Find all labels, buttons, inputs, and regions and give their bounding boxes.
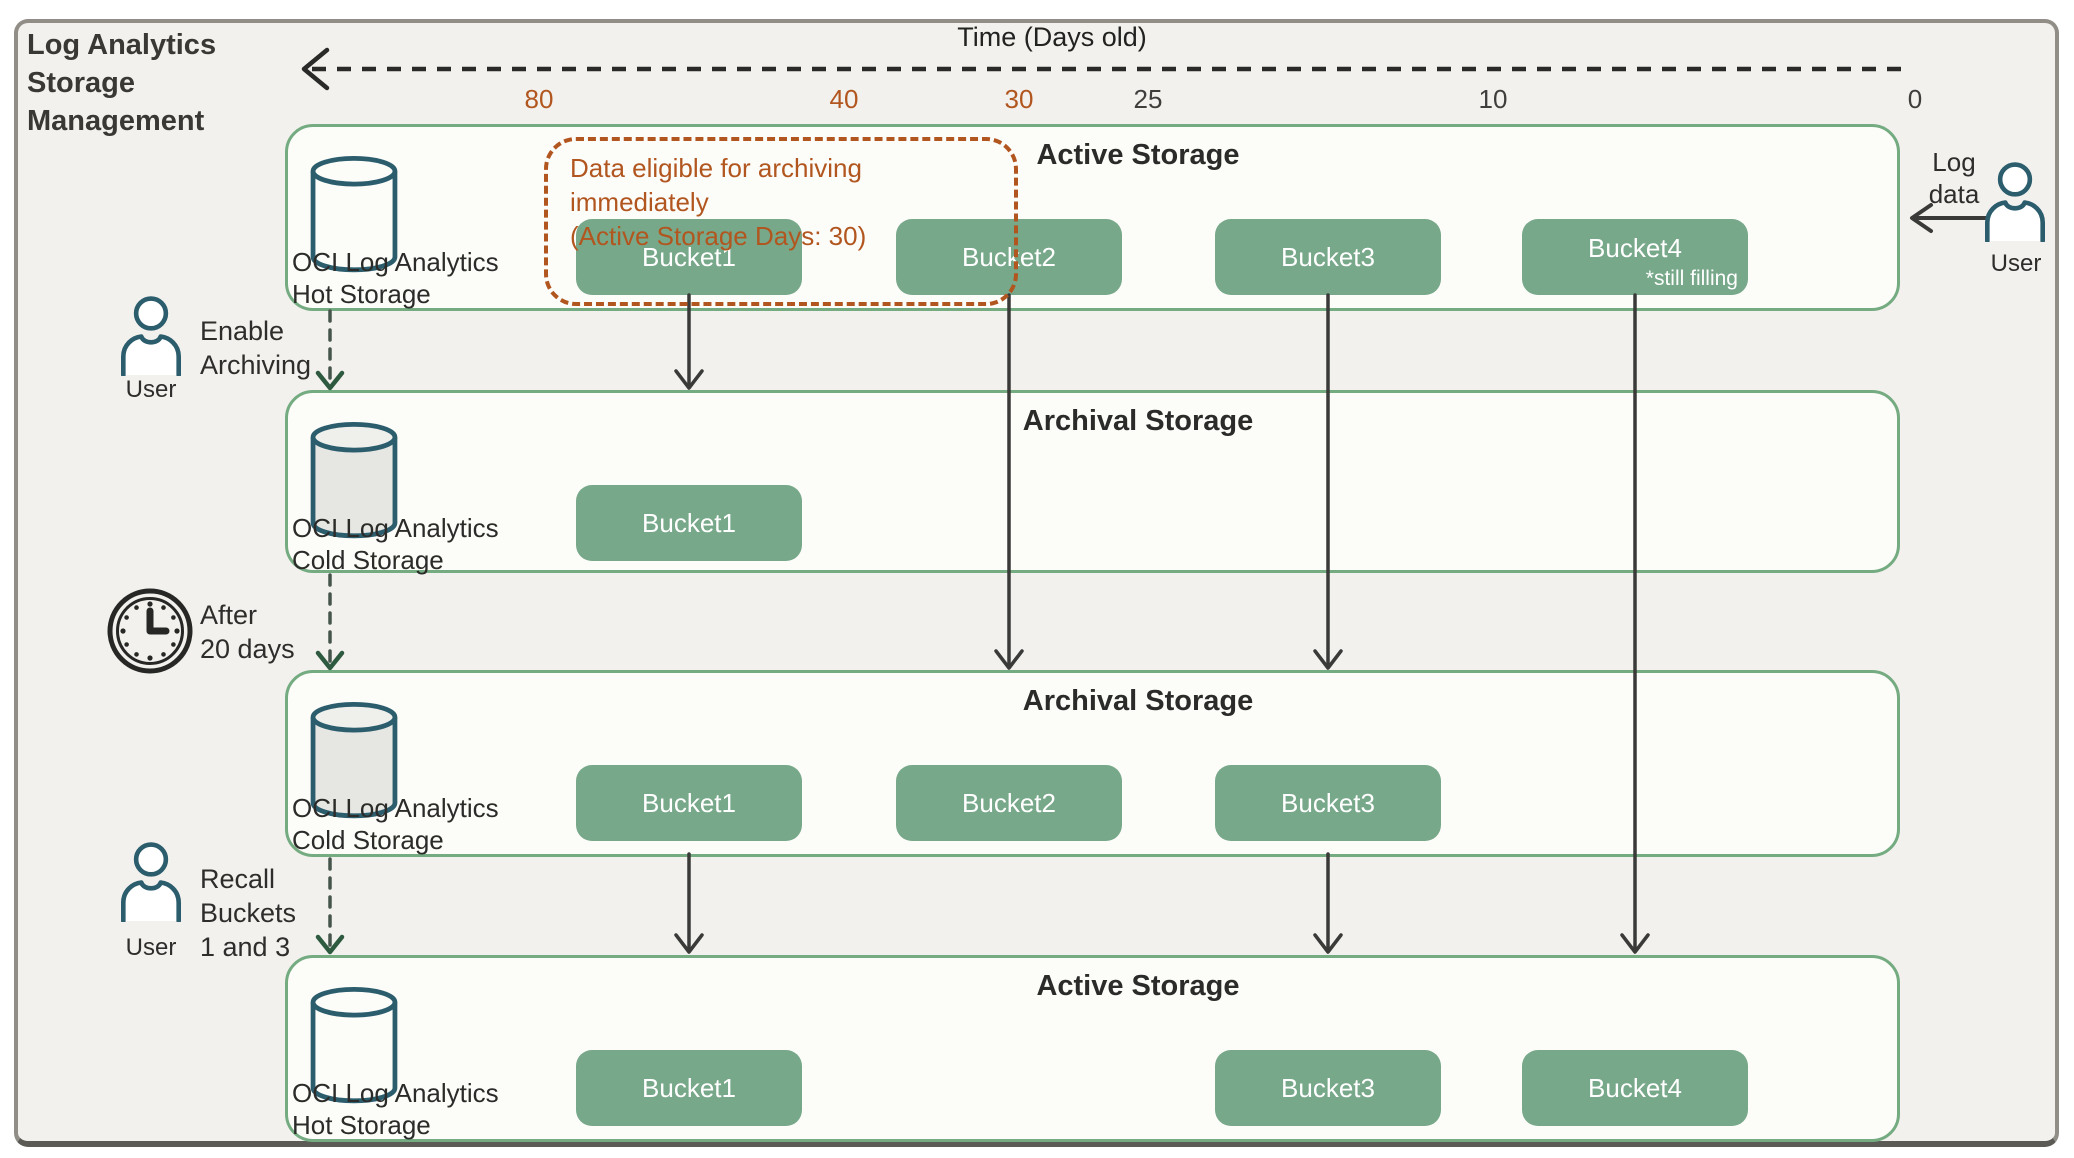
bucket4-note: *still filling [1645,267,1738,290]
bucket1-active2: Bucket1 [576,1050,802,1126]
row-title: Active Storage [1036,139,1240,171]
hot-storage-cylinder-icon [310,156,398,273]
bucket4-active1: Bucket4 *still filling [1522,219,1748,295]
bucket1-archival2: Bucket1 [576,765,802,841]
user-label: User [125,934,177,961]
user-icon [121,842,181,922]
cold-storage-cylinder-icon [310,702,398,819]
bucket3-archival2: Bucket3 [1215,765,1441,841]
callout-text: Data eligible for archiving immediately … [570,153,867,251]
timeline-tick-25: 25 [1133,84,1163,114]
row-archival-storage-1: Archival Storage [285,390,1900,573]
bucket1-archival1: Bucket1 [576,485,802,561]
clock-icon [107,588,193,674]
page-title: Log Analytics Storage Management [27,29,217,137]
bucket3-active2: Bucket3 [1215,1050,1441,1126]
user-icon [1985,162,2045,242]
user-label: User [1990,250,2042,277]
bucket1-active1: Bucket1 [576,219,802,295]
storage-label: OCI Log Analytics Cold Storage [292,793,499,855]
timeline-tick-10: 10 [1478,84,1508,114]
after-20-days-note: After 20 days [200,600,295,664]
timeline-tick-0: 0 [1907,84,1923,114]
storage-label: OCI Log Analytics Cold Storage [292,513,499,575]
bucket4-active2: Bucket4 [1522,1050,1748,1126]
timeline-label: Time (Days old) [957,22,1147,52]
bucket3-active1: Bucket3 [1215,219,1441,295]
timeline-tick-30: 30 [1004,84,1034,114]
user-icon [121,296,181,376]
enable-archiving-note: Enable Archiving [200,316,312,380]
user-label: User [125,376,177,403]
cold-storage-cylinder-icon [310,422,398,539]
row-title: Archival Storage [1022,685,1254,717]
row-title: Archival Storage [1022,405,1254,437]
archiving-eligible-callout: Data eligible for archiving immediately … [544,137,1018,306]
storage-label: OCI Log Analytics Hot Storage [292,1078,499,1140]
timeline-tick-40: 40 [829,84,859,114]
recall-buckets-note: Recall Buckets 1 and 3 [200,864,297,962]
hot-storage-cylinder-icon [310,987,398,1104]
row-title: Active Storage [1036,970,1240,1002]
log-data-label: Log data [1928,147,1980,209]
bucket2-archival2: Bucket2 [896,765,1122,841]
timeline-tick-80: 80 [524,84,554,114]
storage-label: OCI Log Analytics Hot Storage [292,247,499,309]
